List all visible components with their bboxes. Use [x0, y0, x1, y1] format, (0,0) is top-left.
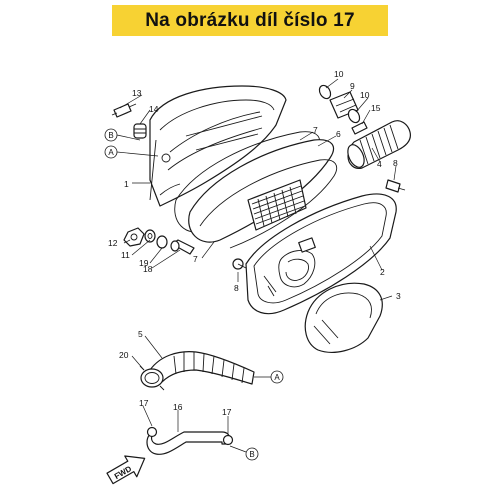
callout-17a: 17	[139, 398, 149, 408]
callout-5: 5	[138, 329, 143, 339]
callout-20: 20	[119, 350, 129, 360]
part-2-case	[245, 193, 397, 315]
svg-text:B: B	[108, 131, 113, 140]
fwd-arrow: FWD	[106, 455, 146, 485]
callout-15: 15	[371, 103, 381, 113]
callout-10a: 10	[334, 69, 344, 79]
part-4-intake-joint	[347, 120, 411, 169]
part-3-duct-cover	[304, 282, 383, 353]
callout-7b: 7	[193, 254, 198, 264]
part-14-grommet	[133, 123, 147, 139]
callout-17b: 17	[222, 407, 232, 417]
callout-14: 14	[149, 104, 159, 114]
callout-13: 13	[132, 88, 142, 98]
callout-9: 9	[350, 81, 355, 91]
callout-11: 11	[121, 250, 130, 260]
svg-text:B: B	[249, 450, 254, 459]
part-10-clamp-upper	[318, 84, 332, 100]
part-number-banner: Na obrázku díl číslo 17	[112, 5, 388, 36]
callout-12: 12	[108, 238, 118, 248]
part-17-clip-right	[222, 434, 234, 446]
callout-6: 6	[336, 129, 341, 139]
callout-8b: 8	[234, 283, 239, 293]
part-10-clamp-lower	[347, 108, 361, 124]
callout-3: 3	[396, 291, 401, 301]
part-15-screw	[351, 121, 368, 135]
leader-lines	[119, 78, 397, 434]
callout-labels: 13 14 1 10 9 10 15 7 6 4 8 12 11 19 18 7…	[108, 69, 401, 417]
banner-title: Na obrázku díl číslo 17	[145, 9, 355, 31]
part-1-case-cover	[149, 85, 287, 207]
callout-1: 1	[124, 179, 129, 189]
ref-A-top: A	[104, 145, 159, 159]
svg-text:A: A	[274, 373, 280, 382]
callout-8a: 8	[393, 158, 398, 168]
callout-2: 2	[380, 267, 385, 277]
part-17-clip-left	[146, 426, 158, 438]
callout-10b: 10	[360, 90, 370, 100]
callout-4: 4	[377, 159, 382, 169]
part-16-drain-tube	[146, 431, 231, 455]
part-18-bolt	[170, 239, 195, 255]
ref-B-top: B	[104, 128, 141, 142]
part-7-seal-lower	[199, 159, 338, 249]
part-12-nut	[123, 227, 145, 247]
part-5-hose	[149, 351, 255, 385]
callout-19: 19	[139, 258, 149, 268]
ref-A-bottom: A	[254, 370, 284, 384]
part-8-screw-right	[385, 179, 406, 193]
ref-B-bottom: B	[229, 445, 259, 461]
callout-18: 18	[143, 264, 153, 274]
callout-7a: 7	[313, 125, 318, 135]
part-8-screw-left	[232, 258, 247, 270]
part-11-washer	[144, 229, 156, 243]
part-19-collar	[156, 235, 168, 249]
svg-text:A: A	[108, 148, 114, 157]
callout-16: 16	[173, 402, 183, 412]
